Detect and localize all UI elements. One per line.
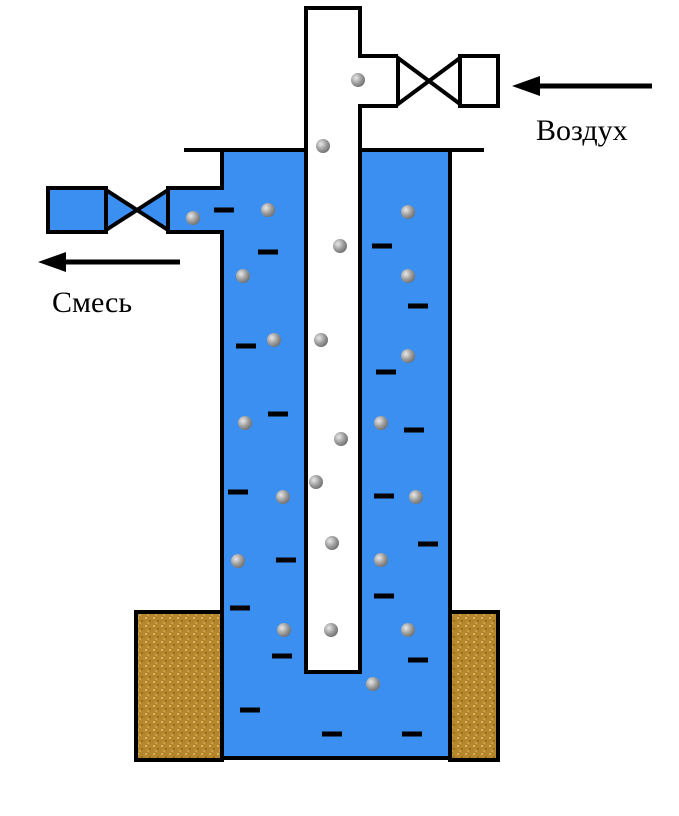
bubble-icon: [374, 553, 388, 567]
bubble-icon: [238, 416, 252, 430]
dash-mark: [272, 653, 292, 659]
bubble-icon: [267, 333, 281, 347]
air-inlet-arrow-icon: [512, 76, 652, 96]
bubble-icon: [309, 475, 323, 489]
bubble-icon: [351, 73, 365, 87]
bubble-icon: [277, 623, 291, 637]
bubble-icon: [401, 623, 415, 637]
dash-mark: [276, 557, 296, 563]
bubble-icon: [333, 239, 347, 253]
bubble-icon: [314, 333, 328, 347]
ground-right: [448, 610, 500, 762]
dash-mark: [372, 243, 392, 249]
dash-mark: [374, 593, 394, 599]
dash-mark: [322, 731, 342, 737]
mixture-label: Смесь: [52, 286, 133, 319]
outlet-stub: [46, 186, 108, 234]
dash-mark: [404, 427, 424, 433]
liquid-dashes: [214, 207, 438, 737]
bubble-icon: [401, 349, 415, 363]
bubble-icon: [236, 269, 250, 283]
bubble-icon: [276, 490, 290, 504]
bubble-icon: [374, 416, 388, 430]
ground-left: [134, 610, 224, 762]
dash-mark: [214, 207, 234, 213]
bubble-icon: [231, 554, 245, 568]
bubble-icon: [401, 205, 415, 219]
outlet-valve-icon: [104, 186, 170, 234]
dash-mark: [408, 657, 428, 663]
bubble-icon: [366, 677, 380, 691]
bubble-icon: [409, 490, 423, 504]
bubble-icon: [401, 269, 415, 283]
bubble-icon: [261, 203, 275, 217]
dash-mark: [418, 541, 438, 547]
air-label: Воздух: [536, 114, 628, 147]
bubble-icon: [325, 536, 339, 550]
bubble-icon: [334, 432, 348, 446]
inlet-stub: [458, 54, 500, 108]
dash-mark: [230, 605, 250, 611]
dash-mark: [376, 369, 396, 375]
dash-mark: [236, 343, 256, 349]
dash-mark: [240, 707, 260, 713]
bubble-icon: [316, 139, 330, 153]
mixture-outlet-arrow-icon: [38, 252, 180, 272]
bubble-icon: [324, 623, 338, 637]
bubble-icon: [186, 211, 200, 225]
dash-mark: [268, 411, 288, 417]
dash-mark: [374, 493, 394, 499]
air-bubbles: [186, 73, 423, 691]
dash-mark: [258, 249, 278, 255]
dash-mark: [408, 303, 428, 309]
dash-mark: [402, 731, 422, 737]
dash-mark: [228, 489, 248, 495]
inlet-valve-icon: [396, 54, 462, 108]
